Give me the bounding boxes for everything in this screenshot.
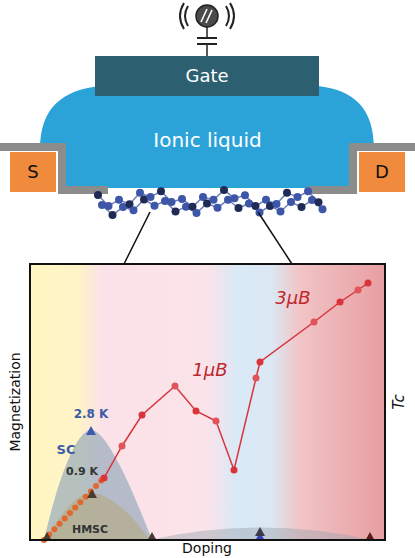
source-contact: S <box>10 152 56 192</box>
carbon-atom <box>151 202 159 210</box>
ionic-liquid-drop <box>40 86 374 188</box>
carbon-atom <box>283 189 291 197</box>
data-point <box>231 467 238 474</box>
carbon-atom <box>214 204 222 212</box>
carbon-atom <box>136 189 144 197</box>
chart-annotation: 2.8 K <box>74 408 109 421</box>
data-point <box>72 505 78 511</box>
carbon-atom <box>168 198 176 206</box>
node-label: D <box>375 162 389 183</box>
carbon-atom <box>287 198 295 206</box>
carbon-atom <box>273 200 281 208</box>
data-point <box>77 499 83 505</box>
data-point <box>101 475 108 482</box>
carbon-atom <box>130 206 138 214</box>
data-point <box>337 299 344 306</box>
data-point <box>253 375 260 382</box>
chart-annotation: 1μB <box>192 360 227 380</box>
chart-annotation: SC <box>57 443 76 457</box>
chart-annotation: 0.9 K <box>66 466 98 478</box>
tc-marker <box>86 426 96 435</box>
data-point <box>355 287 362 294</box>
data-point <box>57 521 63 527</box>
carbon-atom <box>105 202 113 210</box>
zoom-line <box>124 212 150 264</box>
data-point <box>213 418 220 425</box>
data-point <box>193 408 200 415</box>
node-label: S <box>27 162 38 183</box>
carbon-atom <box>231 194 239 202</box>
magnetization-curve <box>100 283 368 482</box>
data-point <box>172 383 179 390</box>
carbon-atom <box>298 203 306 211</box>
node-label: Ionic liquid <box>153 129 261 152</box>
ionic-liquid: Ionic liquid <box>130 104 285 176</box>
carbon-atom <box>294 193 302 201</box>
carbon-atom <box>109 211 117 219</box>
electrode <box>0 143 108 194</box>
tc-marker <box>255 527 265 536</box>
drain-contact: D <box>359 152 405 192</box>
carbon-atom <box>304 187 312 195</box>
data-point <box>139 412 146 419</box>
voltage-source-symbol <box>180 3 234 56</box>
data-point <box>311 319 318 326</box>
data-point <box>365 280 372 287</box>
data-point <box>93 483 99 489</box>
dome <box>150 528 372 541</box>
phase-diagram <box>41 280 375 544</box>
carbon-atom <box>157 187 165 195</box>
tc-marker <box>87 489 97 498</box>
carbon-atom <box>178 195 186 203</box>
carbon-atom <box>193 209 201 217</box>
carbon-atom <box>277 207 285 215</box>
graphene-flake <box>94 186 327 219</box>
data-point <box>51 526 57 532</box>
data-point <box>257 359 264 366</box>
data-point <box>67 510 73 516</box>
sc-dome <box>44 430 152 540</box>
data-point <box>119 443 126 450</box>
phase-background <box>30 264 385 540</box>
zoom-line <box>258 212 292 264</box>
hmsc-dome <box>46 493 150 540</box>
node-label: Gate <box>185 66 228 87</box>
carbon-atom <box>147 193 155 201</box>
chart-annotation: 3μB <box>275 288 310 308</box>
axis-label: Doping <box>182 541 232 556</box>
data-point <box>62 515 68 521</box>
carbon-atom <box>172 208 180 216</box>
gate-electrode: Gate <box>95 56 319 96</box>
electrode <box>307 143 415 194</box>
panel-frame <box>30 264 385 540</box>
chart-annotation: HMSC <box>72 524 108 536</box>
carbon-atom <box>94 191 102 199</box>
carbon-atom <box>319 205 327 213</box>
carbon-atom <box>315 198 323 206</box>
carbon-atom <box>241 191 249 199</box>
carbon-atom <box>220 186 228 194</box>
carbon-atom <box>210 196 218 204</box>
axis-label: Tc <box>391 394 408 410</box>
carbon-atom <box>115 196 123 204</box>
axis-label: Magnetization <box>8 352 23 451</box>
carbon-atom <box>235 204 243 212</box>
